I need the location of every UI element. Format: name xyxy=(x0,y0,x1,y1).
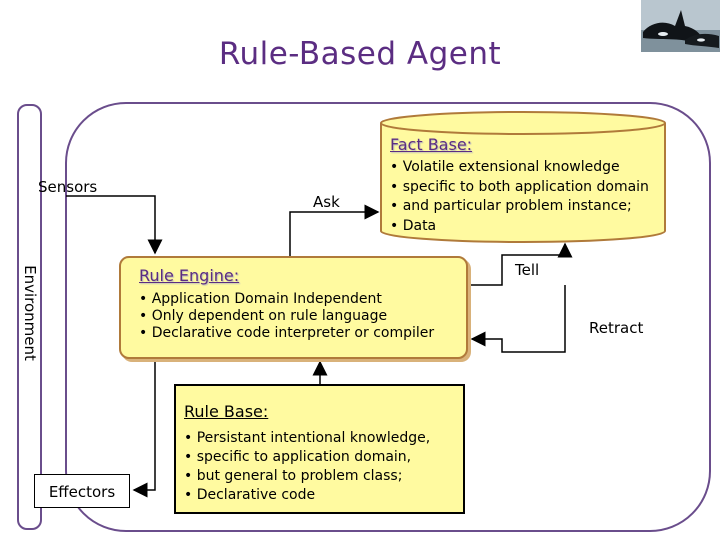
effectors-box: Effectors xyxy=(34,474,130,508)
rule-base-item: • Declarative code xyxy=(184,487,316,503)
sensors-label: Sensors xyxy=(38,178,98,196)
fact-base-item: • specific to both application domain xyxy=(390,178,649,195)
rule-engine-item: • Application Domain Independent xyxy=(139,291,382,307)
rule-engine-item: • Only dependent on rule language xyxy=(139,308,388,324)
tell-arrow xyxy=(468,242,573,286)
rule-base-item: • Persistant intentional knowledge, xyxy=(184,430,431,446)
rule-base-box: Rule Base: • Persistant intentional know… xyxy=(174,384,465,514)
agent-boundary xyxy=(65,102,711,532)
rule-engine-box: Rule Engine: • Application Domain Indepe… xyxy=(119,256,468,359)
page-title: Rule-Based Agent xyxy=(218,36,502,72)
orca-photo-icon xyxy=(641,0,720,52)
fact-base-item: • Data xyxy=(390,217,437,234)
rule-base-title: Rule Base: xyxy=(184,402,269,421)
rule-base-item: • but general to problem class; xyxy=(184,468,403,484)
rule-engine-item: • Declarative code interpreter or compil… xyxy=(139,325,435,341)
ask-label: Ask xyxy=(313,193,340,211)
ask-arrow xyxy=(289,204,380,256)
fact-base-item: • Volatile extensional knowledge xyxy=(390,159,620,175)
rule-base-item: • specific to application domain, xyxy=(184,449,412,465)
fact-base-cylinder xyxy=(380,111,666,243)
retract-arrow xyxy=(470,285,566,353)
fact-base-list: • Volatile extensional knowledge • speci… xyxy=(390,158,649,236)
effectors-arrow xyxy=(132,359,156,498)
sensors-arrow xyxy=(66,195,163,255)
tell-label: Tell xyxy=(515,261,540,279)
retract-label: Retract xyxy=(589,319,644,337)
fact-base-item: • and particular problem instance; xyxy=(390,198,632,214)
environment-label: Environment xyxy=(21,265,39,361)
environment-bar xyxy=(17,104,42,530)
fact-base-title: Fact Base: xyxy=(390,135,473,154)
rule-engine-title: Rule Engine: xyxy=(139,266,240,285)
